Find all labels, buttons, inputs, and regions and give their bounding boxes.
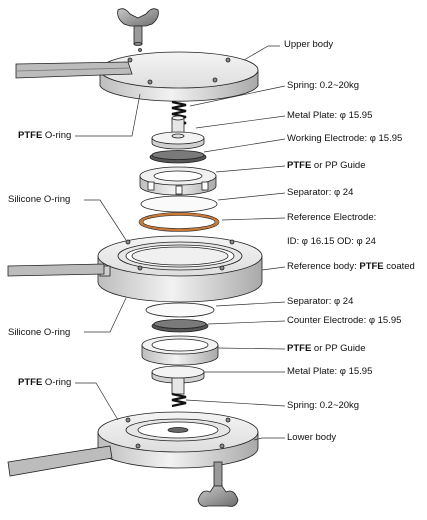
label-guide-top: PTFE or PP Guide	[287, 160, 366, 171]
label-metal-plate-bottom: Metal Plate: φ 15.95	[287, 366, 373, 377]
label-spring-top: Spring: 0.2~20kg	[287, 80, 360, 91]
label-separator-bottom: Separator: φ 24	[287, 296, 354, 307]
working-electrode	[149, 150, 207, 164]
reference-body	[97, 235, 263, 303]
guide-top	[139, 166, 217, 196]
lower-lead-tab	[7, 445, 113, 477]
label-counter-electrode: Counter Electrode: φ 15.95	[287, 315, 402, 326]
label-ptfe-oring-top: PTFE O-ring	[18, 130, 72, 141]
metal-plate-bottom	[151, 365, 205, 395]
label-silicone-oring-top: Silicone O-ring	[8, 194, 71, 205]
label-reference-body: Reference body: PTFE coated	[287, 261, 415, 272]
metal-plate-top	[151, 115, 205, 150]
bottom-spring	[171, 392, 187, 408]
upper-lead-tab	[15, 61, 133, 79]
lower-body	[97, 411, 259, 469]
label-working-electrode: Working Electrode: φ 15.95	[287, 133, 403, 144]
label-upper-body: Upper body	[284, 39, 334, 50]
top-wing-nut	[117, 8, 159, 46]
separator-bottom	[145, 302, 215, 318]
label-guide-bottom: PTFE or PP Guide	[287, 343, 366, 354]
label-ptfe-oring-bottom: PTFE O-ring	[18, 377, 72, 388]
label-reference-electrode-dims: ID: φ 16.15 OD: φ 24	[287, 236, 376, 247]
reference-lead-tab	[7, 263, 105, 277]
label-spring-bottom: Spring: 0.2~20kg	[287, 400, 360, 411]
guide-bottom	[141, 335, 219, 366]
label-silicone-oring-bottom: Silicone O-ring	[8, 327, 71, 338]
counter-electrode	[151, 319, 209, 333]
separator-top	[140, 195, 218, 213]
bottom-wing-nut	[197, 461, 239, 507]
reference-electrode-ring	[138, 212, 220, 232]
label-reference-electrode: Reference Electrode:	[287, 212, 377, 223]
upper-body	[99, 48, 259, 102]
leader-lines	[75, 45, 286, 441]
label-separator-top: Separator: φ 24	[287, 187, 354, 198]
label-lower-body: Lower body	[287, 432, 337, 443]
label-metal-plate-top: Metal Plate: φ 15.95	[287, 110, 373, 121]
